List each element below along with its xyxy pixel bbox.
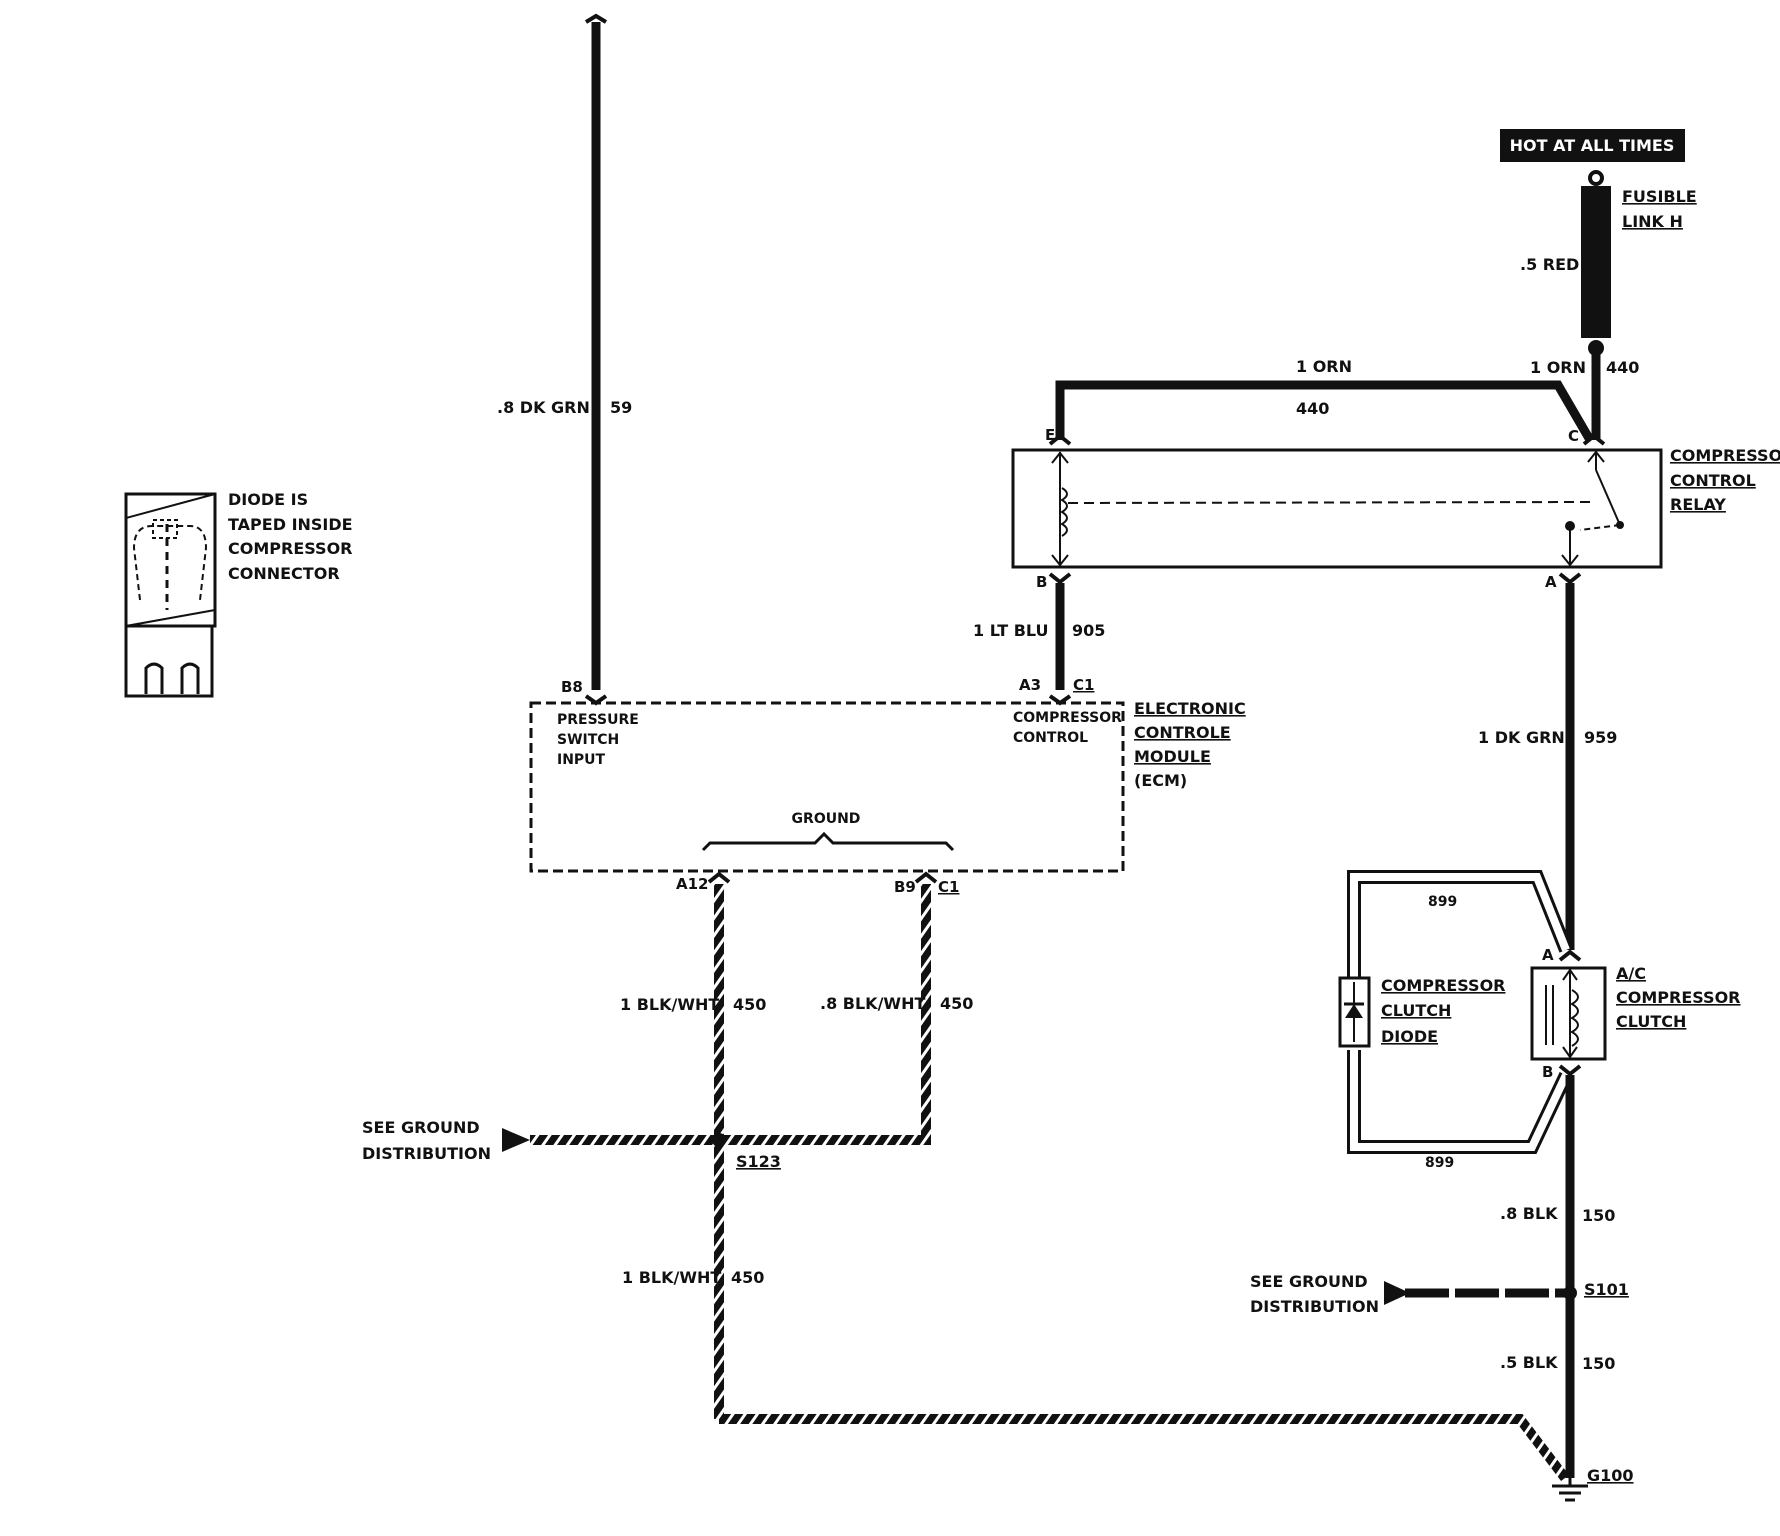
pressure-label-2: SWITCH bbox=[557, 732, 619, 748]
wire-label-blk-wht-1: 1 BLK/WHT bbox=[620, 995, 719, 1014]
hot-at-all-times-badge: HOT AT ALL TIMES bbox=[1500, 129, 1685, 162]
wire-label-dk-grn-1: 1 DK GRN bbox=[1478, 728, 1565, 747]
compressor-clutch-diode bbox=[1338, 976, 1371, 1048]
relay-label-1: COMPRESSOR bbox=[1670, 446, 1780, 465]
ground-g100-icon bbox=[1552, 1478, 1588, 1502]
svg-text:HOT AT ALL TIMES: HOT AT ALL TIMES bbox=[1510, 136, 1675, 155]
see-ground-right-2: DISTRIBUTION bbox=[1250, 1297, 1379, 1316]
wire-label-blk-05: .5 BLK bbox=[1500, 1353, 1558, 1372]
ac-compressor-clutch bbox=[1530, 949, 1607, 1077]
ground-dist-arrow-right bbox=[1384, 1281, 1410, 1305]
wire-continuation-mark bbox=[584, 13, 608, 24]
pressure-label-1: PRESSURE bbox=[557, 712, 639, 728]
ecm-label-4: (ECM) bbox=[1134, 771, 1187, 790]
wire-label-orn-top: 1 ORN bbox=[1296, 357, 1352, 376]
wire-label-red: .5 RED bbox=[1520, 255, 1579, 274]
pressure-label-3: INPUT bbox=[557, 752, 606, 768]
clutch-pin-a: A bbox=[1542, 946, 1554, 964]
ecm-pin-b8: B8 bbox=[561, 678, 583, 696]
compressor-connector-detail bbox=[124, 492, 217, 698]
ecm-label-1: ELECTRONIC bbox=[1134, 699, 1246, 718]
circuit-450-b: 450 bbox=[940, 994, 973, 1013]
fusible-label-2: LINK H bbox=[1622, 212, 1683, 231]
see-ground-right-1: SEE GROUND bbox=[1250, 1272, 1368, 1291]
circuit-150-a: 150 bbox=[1582, 1206, 1615, 1225]
relay-pin-b: B bbox=[1036, 573, 1047, 591]
ecm-ground-label: GROUND bbox=[792, 811, 861, 827]
diode-label-2: CLUTCH bbox=[1381, 1001, 1451, 1020]
relay-pin-a: A bbox=[1545, 573, 1557, 591]
ecm-pin-a3: A3 bbox=[1019, 676, 1041, 694]
wire-label-blk-wht-1b: 1 BLK/WHT bbox=[622, 1268, 721, 1287]
wire-label-blk-08: .8 BLK bbox=[1500, 1204, 1558, 1223]
ground-g100: G100 bbox=[1587, 1466, 1634, 1485]
ecm-connector-c1-top: C1 bbox=[1073, 676, 1094, 694]
clutch-label-1: A/C bbox=[1616, 964, 1646, 983]
circuit-899-bottom: 899 bbox=[1425, 1155, 1454, 1171]
clutch-label-2: COMPRESSOR bbox=[1616, 988, 1741, 1007]
compressor-control-relay bbox=[1011, 433, 1663, 585]
power-terminal bbox=[1588, 170, 1604, 186]
relay-pin-e: E bbox=[1045, 426, 1055, 444]
ground-dist-arrow-left bbox=[502, 1128, 530, 1152]
clutch-label-3: CLUTCH bbox=[1616, 1012, 1686, 1031]
ecm-connector-c1-bottom: C1 bbox=[938, 878, 959, 896]
circuit-959: 959 bbox=[1584, 728, 1617, 747]
splice-s123-dot bbox=[712, 1133, 726, 1147]
wire-label-dk-grn: .8 DK GRN bbox=[497, 398, 590, 417]
clutch-pin-b: B bbox=[1542, 1063, 1553, 1081]
ecm-label-3: MODULE bbox=[1134, 747, 1211, 766]
diode-label-3: DIODE bbox=[1381, 1027, 1438, 1046]
splice-s123: S123 bbox=[736, 1152, 781, 1171]
connector-note-2: TAPED INSIDE bbox=[228, 515, 353, 534]
wire-899-loop bbox=[1347, 870, 1573, 1154]
circuit-450-a: 450 bbox=[733, 995, 766, 1014]
fusible-label-1: FUSIBLE bbox=[1622, 187, 1697, 206]
diode-label-1: COMPRESSOR bbox=[1381, 976, 1506, 995]
ecm-pin-a12: A12 bbox=[676, 875, 708, 893]
connector-note-4: CONNECTOR bbox=[228, 564, 340, 583]
ecm-box bbox=[529, 694, 1125, 884]
wire-label-orn-right: 1 ORN bbox=[1530, 358, 1586, 377]
ecm-pin-b9: B9 bbox=[894, 878, 916, 896]
wire-label-lt-blu: 1 LT BLU bbox=[973, 621, 1049, 640]
circuit-440-right: 440 bbox=[1606, 358, 1639, 377]
compressor-control-label-2: CONTROL bbox=[1013, 730, 1088, 746]
wire-440-orn bbox=[1055, 348, 1601, 443]
connector-note-1: DIODE IS bbox=[228, 490, 308, 509]
fusible-link-h bbox=[1581, 186, 1611, 338]
see-ground-left-1: SEE GROUND bbox=[362, 1118, 480, 1137]
circuit-905: 905 bbox=[1072, 621, 1105, 640]
splice-s101: S101 bbox=[1584, 1280, 1629, 1299]
relay-label-3: RELAY bbox=[1670, 495, 1726, 514]
wire-450-blk-wht bbox=[530, 884, 1569, 1482]
circuit-450-c: 450 bbox=[731, 1268, 764, 1287]
relay-pin-c: C bbox=[1568, 427, 1579, 445]
see-ground-left-2: DISTRIBUTION bbox=[362, 1144, 491, 1163]
ecm-label-2: CONTROLE bbox=[1134, 723, 1231, 742]
circuit-150-b: 150 bbox=[1582, 1354, 1615, 1373]
connector-note-3: COMPRESSOR bbox=[228, 539, 353, 558]
circuit-899-top: 899 bbox=[1428, 894, 1457, 910]
splice-s101-dot bbox=[1563, 1286, 1577, 1300]
circuit-440-mid: 440 bbox=[1296, 399, 1329, 418]
compressor-control-label-1: COMPRESSOR bbox=[1013, 710, 1122, 726]
circuit-59: 59 bbox=[610, 398, 632, 417]
relay-label-2: CONTROL bbox=[1670, 471, 1756, 490]
wire-label-blk-wht-08: .8 BLK/WHT bbox=[820, 994, 925, 1013]
